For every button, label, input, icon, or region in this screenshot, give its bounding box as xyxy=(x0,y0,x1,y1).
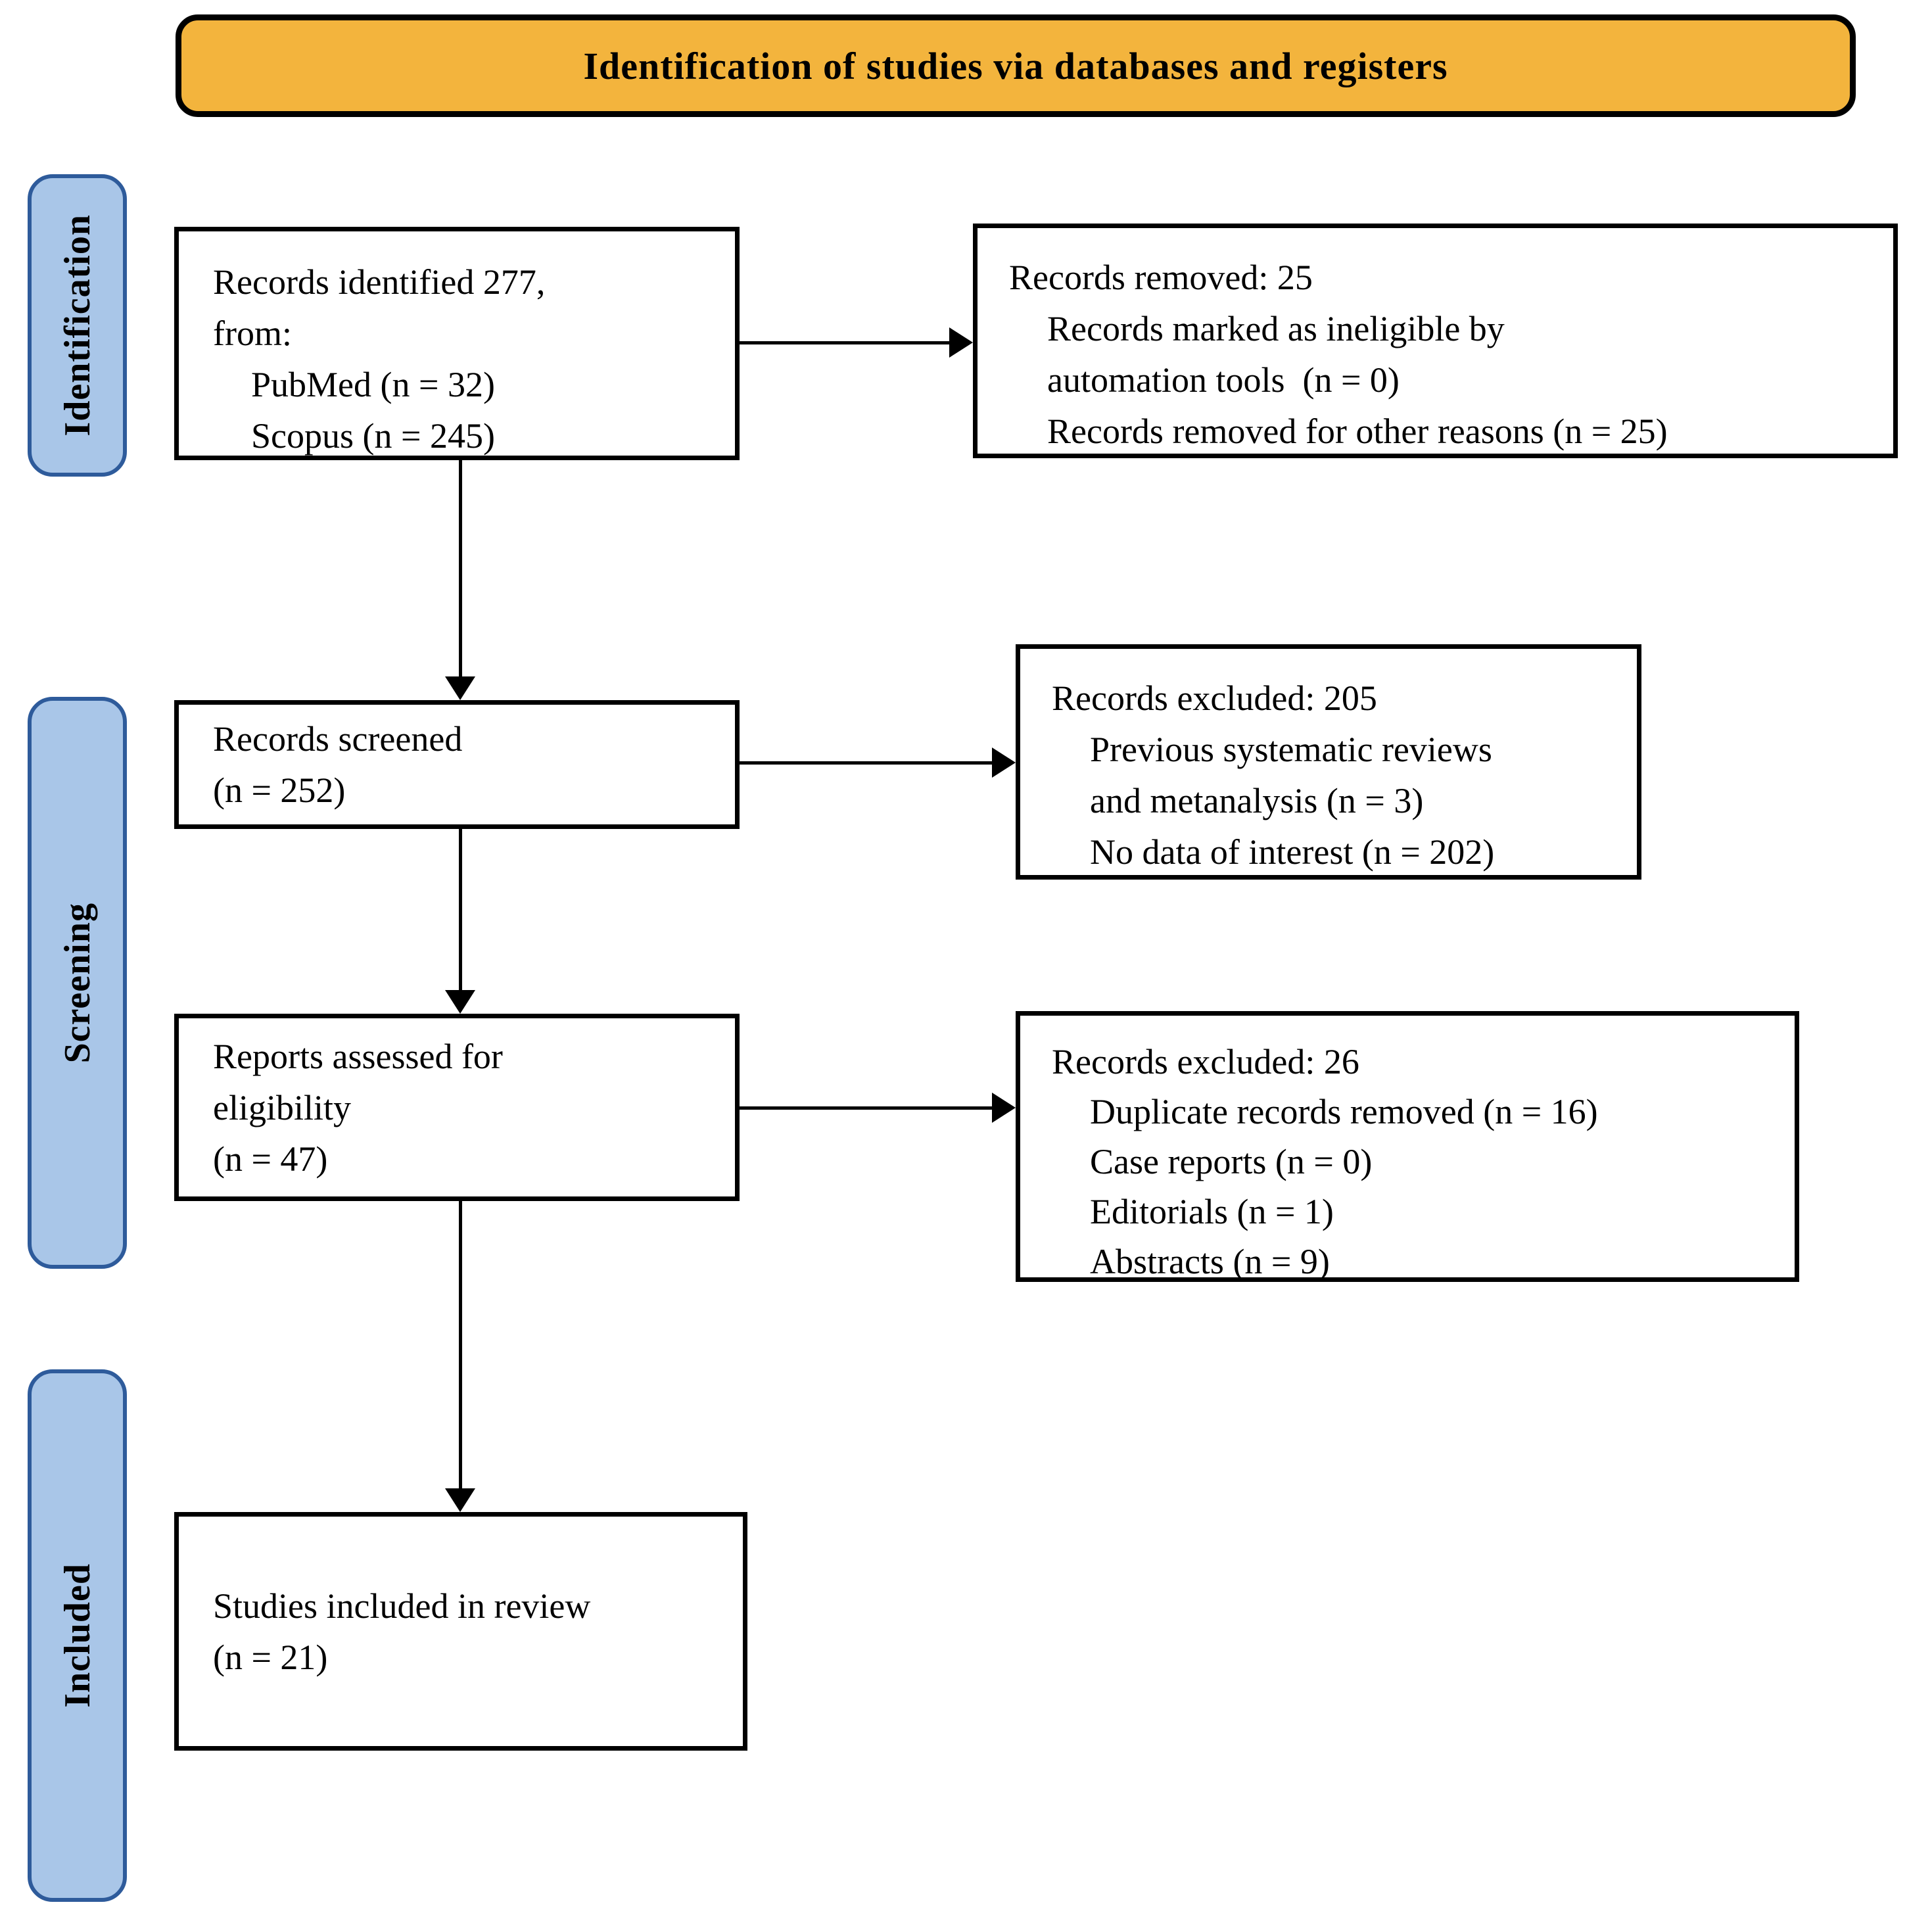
arrow-identified-to-screened-line xyxy=(459,460,462,678)
stage-label-screening-text: Screening xyxy=(57,902,98,1064)
box-records-excluded-screening: Records excluded: 205 Previous systemati… xyxy=(1016,644,1641,880)
arrow-assessed-to-excluded-line xyxy=(740,1106,993,1110)
records-removed-line-2: Records marked as ineligible by xyxy=(1047,309,1505,348)
stage-label-included-text: Included xyxy=(57,1563,98,1708)
records-removed-line-1: Records removed: 25 xyxy=(1009,258,1313,297)
stage-label-identification: Identification xyxy=(28,174,127,477)
title-banner: Identification of studies via databases … xyxy=(176,14,1856,117)
records-excluded-eligibility-line-1: Records excluded: 26 xyxy=(1052,1042,1359,1081)
records-identified-line-2: from: xyxy=(213,314,292,353)
stage-label-included: Included xyxy=(28,1369,127,1902)
studies-included-line-1: Studies included in review xyxy=(213,1586,591,1626)
arrow-screened-to-excluded-line xyxy=(740,761,993,765)
arrow-assessed-to-included-head xyxy=(445,1488,475,1512)
title-banner-text: Identification of studies via databases … xyxy=(583,44,1448,87)
records-excluded-eligibility-line-5: Abstracts (n = 9) xyxy=(1090,1242,1330,1281)
records-excluded-screening-line-3: and metanalysis (n = 3) xyxy=(1090,781,1424,820)
records-identified-line-4: Scopus (n = 245) xyxy=(251,416,495,456)
records-screened-line-1: Records screened xyxy=(213,719,463,759)
records-identified-line-3: PubMed (n = 32) xyxy=(251,365,495,404)
records-excluded-screening-line-2: Previous systematic reviews xyxy=(1090,730,1492,769)
studies-included-line-2: (n = 21) xyxy=(213,1637,328,1677)
reports-assessed-line-2: eligibility xyxy=(213,1087,351,1127)
box-records-screened: Records screened (n = 252) xyxy=(174,700,740,829)
arrow-screened-to-assessed-head xyxy=(445,990,475,1014)
stage-label-identification-text: Identification xyxy=(57,214,98,437)
stage-label-screening: Screening xyxy=(28,697,127,1269)
arrow-screened-to-assessed-line xyxy=(459,829,462,991)
records-excluded-screening-line-4: No data of interest (n = 202) xyxy=(1090,832,1495,872)
records-excluded-eligibility-line-4: Editorials (n = 1) xyxy=(1090,1192,1334,1231)
records-identified-line-1: Records identified 277, xyxy=(213,262,546,302)
arrow-assessed-to-excluded-head xyxy=(992,1093,1016,1123)
records-screened-line-2: (n = 252) xyxy=(213,770,346,810)
reports-assessed-line-3: (n = 47) xyxy=(213,1139,328,1179)
box-records-identified: Records identified 277, from: PubMed (n … xyxy=(174,227,740,460)
box-records-excluded-eligibility: Records excluded: 26 Duplicate records r… xyxy=(1016,1011,1799,1282)
reports-assessed-line-1: Reports assessed for xyxy=(213,1036,503,1076)
box-records-removed: Records removed: 25 Records marked as in… xyxy=(973,224,1898,458)
records-excluded-screening-line-1: Records excluded: 205 xyxy=(1052,678,1377,718)
arrow-identified-to-removed-line xyxy=(740,341,951,344)
box-studies-included: Studies included in review (n = 21) xyxy=(174,1512,747,1751)
records-excluded-eligibility-line-2: Duplicate records removed (n = 16) xyxy=(1090,1092,1598,1131)
records-excluded-eligibility-line-3: Case reports (n = 0) xyxy=(1090,1142,1373,1181)
arrow-assessed-to-included-line xyxy=(459,1201,462,1490)
records-removed-line-4: Records removed for other reasons (n = 2… xyxy=(1047,412,1668,451)
box-reports-assessed: Reports assessed for eligibility (n = 47… xyxy=(174,1014,740,1201)
arrow-identified-to-screened-head xyxy=(445,676,475,700)
records-removed-line-3: automation tools (n = 0) xyxy=(1047,360,1400,400)
arrow-screened-to-excluded-head xyxy=(992,747,1016,778)
arrow-identified-to-removed-head xyxy=(949,327,973,358)
